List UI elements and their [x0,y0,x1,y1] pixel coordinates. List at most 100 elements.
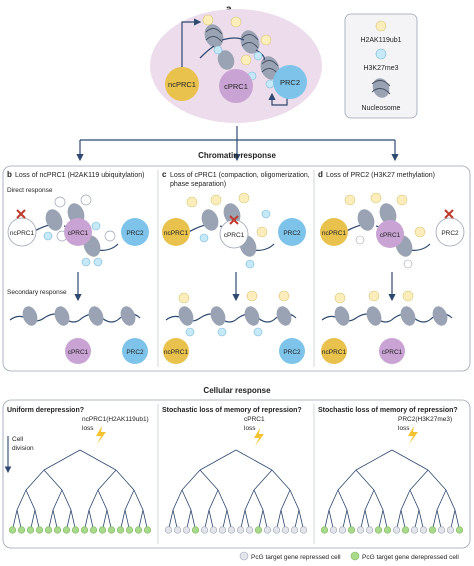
arrow-ncprc1 [181,18,202,70]
cell-panel-3-title: Stochastic loss of memory of repression? [318,407,458,414]
panel-c-sec-prc2-label: PRC2 [283,349,301,356]
lineage-cell [236,526,245,534]
lineage-cell [209,526,218,534]
lineage-cell [89,526,98,534]
panel-b-sec-prc2-label: PRC2 [126,349,144,356]
lineage-cell [290,526,299,534]
lineage-cell [365,526,374,534]
tree-branch [181,489,192,511]
tree-branch [271,469,291,491]
lineage-cell [125,526,134,534]
lineage-cell [116,526,125,534]
panel-c-sec-prc2 [279,338,305,364]
legend-box [344,13,418,119]
panel-c-ncprc1-label: ncPRC1 [164,230,189,237]
loss-2-line2: loss [244,425,256,432]
tree-branch [436,489,447,511]
loss-1-line2: loss [82,425,94,432]
h2ak-mark [240,54,252,66]
dna-a [199,37,291,82]
lineage-cell [26,526,35,534]
ncprc1-protein [165,67,199,101]
h2ak-mark [260,34,272,46]
lineage-cell [245,526,254,534]
legend-h2ak-label: H2AK119ub1 [360,37,401,44]
tree-branch [97,469,117,491]
lineage-cell [428,526,437,534]
panel-c-title-2: phase separation) [170,181,226,188]
prc2-protein [273,65,307,99]
legend-derepressed-swatch [350,551,360,561]
tree-branch [355,449,393,471]
panel-b-sec-cprc1 [65,338,91,364]
lineage-cell [164,526,173,534]
lineage-cell [383,526,392,534]
nucleosome-a4 [217,50,235,70]
legend-repressed-label: PcG target gene repressed cell [251,554,341,561]
lineage-cell [272,526,281,534]
lineage-cell [374,526,383,534]
panel-b-prc2-label: PRC2 [126,230,144,237]
h3k-mark [213,45,223,55]
lineage-cell [191,526,200,534]
lineage-cell [80,526,89,534]
lineage-cell [410,526,419,534]
lineage-cell [98,526,107,534]
panel-c-prc2 [278,218,306,246]
tree-branch [289,489,300,511]
lineage-cell [437,526,446,534]
cell-panel-1-title: Uniform derepression? [7,407,84,414]
panel-b-prc2 [121,218,149,246]
lineage-cell [71,526,80,534]
panel-d-ncprc1-label: ncPRC1 [322,230,347,237]
tree-branch [115,469,135,491]
legend-h2ak-swatch [375,20,387,32]
legend-nucleosome-label: Nucleosome [362,105,401,112]
panel-b-cprc1 [64,218,92,246]
nucleosome-a1 [204,24,224,48]
lineage-cell [401,526,410,534]
tree-branch [61,489,72,511]
panel-b-title: Loss of ncPRC1 (H2AK119 ubiquitylation) [15,172,144,179]
tree-branch [400,489,411,511]
lineage-cell [8,526,17,534]
tree-branch [43,449,81,471]
tree-branch [181,469,201,491]
tree-branch [409,489,420,511]
loss-1-line1: ncPRC1(H2AK119ub1) [82,416,149,423]
panel-d-ncprc1 [320,218,348,246]
tree-branch [217,489,228,511]
panel-c-ncprc1 [162,218,190,246]
panel-d-sec-cprc1-label: cPRC1 [382,349,403,356]
lineage-cell [182,526,191,534]
legend-derepressed-label: PcG target gene derepressed cell [362,554,459,561]
tree-branch [280,489,291,511]
panel-b-sec-cprc1-label: cPRC1 [68,349,89,356]
lineage-cell [455,526,464,534]
lineage-cell [44,526,53,534]
lineage-cell [134,526,143,534]
panel-c-cprc1-label: cPRC1 [224,232,245,239]
tree-branch [355,469,375,491]
panel-c-sec-ncprc1-label: ncPRC1 [164,349,189,356]
tree-branch [25,489,36,511]
panel-c-title-1: Loss of cPRC1 (compaction, oligomerizati… [170,172,310,179]
chromatin-response-label: Chromatin response [198,151,276,160]
panel-d-direct [331,192,431,269]
panel-c-secondary [165,290,297,337]
panel-b-secondary [9,306,141,326]
panel-d-sec-ncprc1-label: ncPRC1 [322,349,347,356]
panel-d-cprc1-label: cPRC1 [380,232,401,239]
tree-branch [337,489,348,511]
tree-branch [25,469,45,491]
tree-branch [328,489,339,511]
loss-3-line1: PRC2(H3K27me3) [398,416,452,423]
panel-c-letter: c [162,170,167,179]
tree-branch [337,469,357,491]
nucleosome-a2 [240,30,260,54]
panel-d-title: Loss of PRC2 (H3K27 methylation) [326,172,435,179]
tree-branch [373,489,384,511]
lineage-cell [446,526,455,534]
panel-d-sec-ncprc1 [321,338,347,364]
